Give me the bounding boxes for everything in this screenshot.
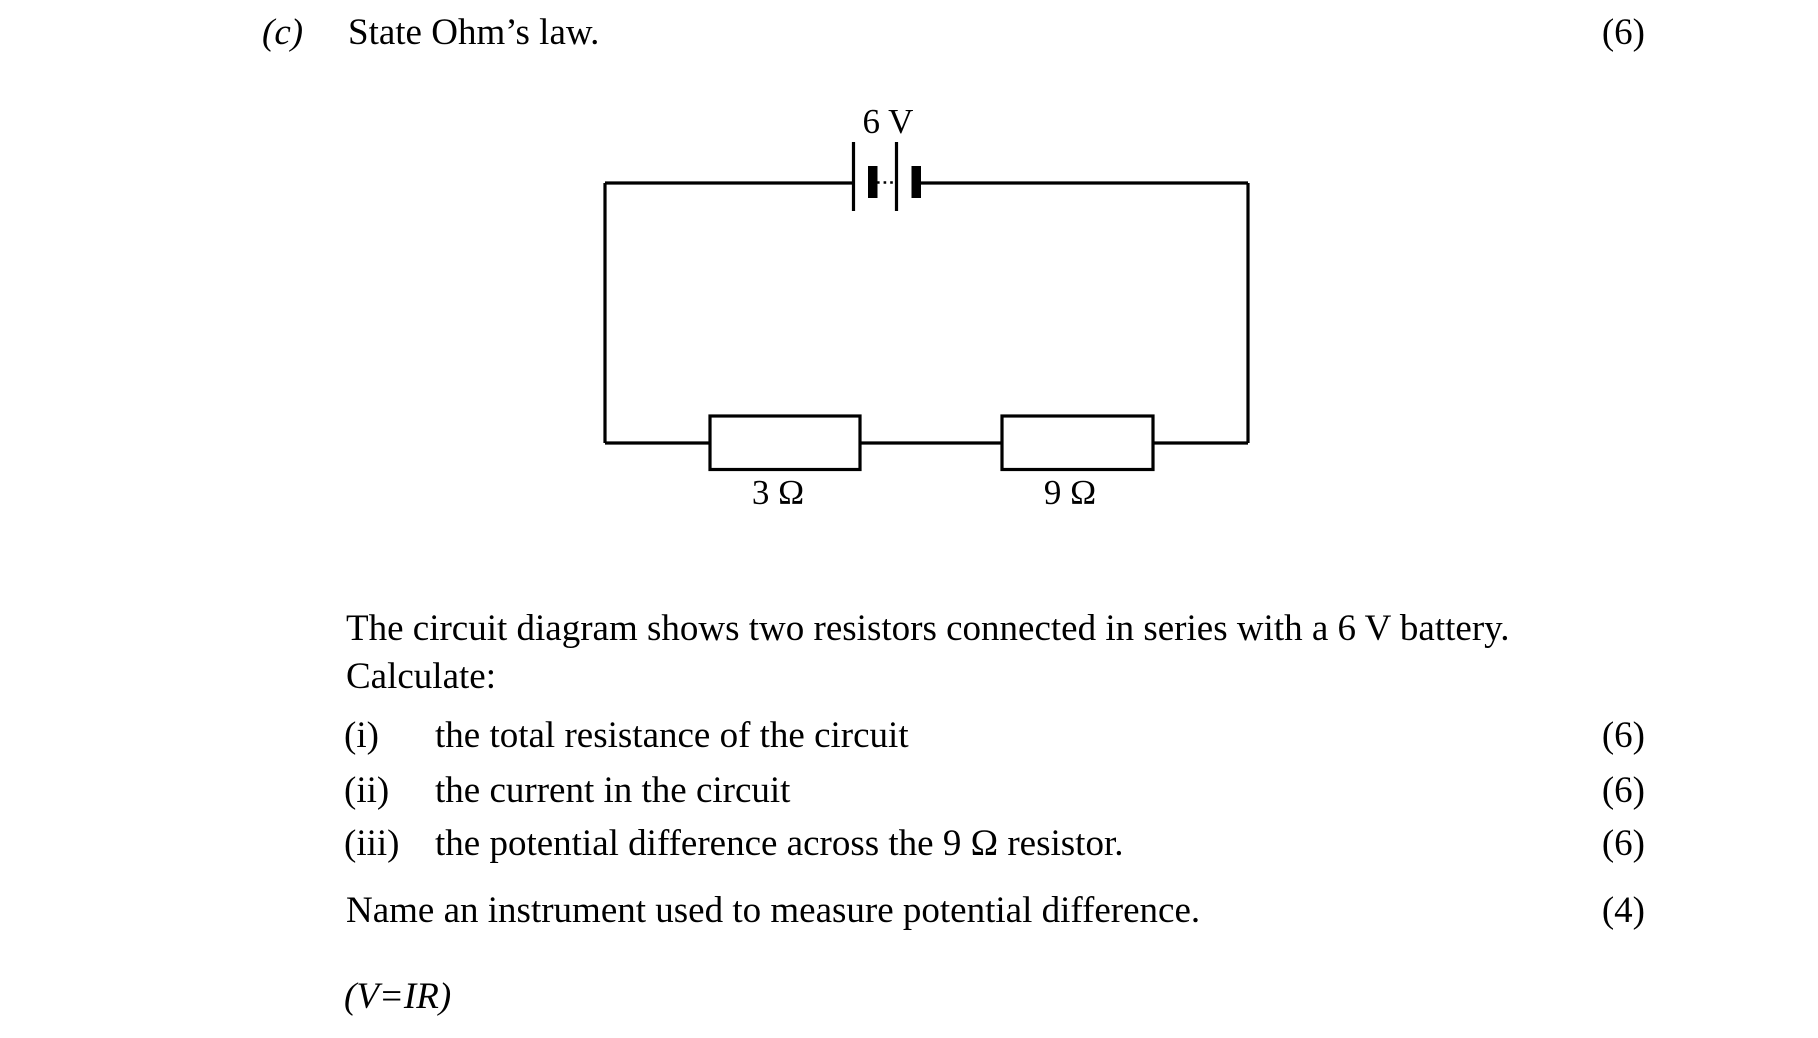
marks-badge-iii: (6) bbox=[1601, 823, 1645, 864]
circuit-description: The circuit diagram shows two resistors … bbox=[346, 608, 1510, 649]
calculate-heading: Calculate: bbox=[346, 656, 496, 697]
formula-hint: (V=IR) bbox=[344, 976, 452, 1017]
resistor-box-1 bbox=[708, 414, 862, 472]
marks-badge-instrument: (4) bbox=[1601, 890, 1645, 931]
marks-badge-header: (6) bbox=[1601, 12, 1645, 53]
subquestion-i-text: the total resistance of the circuit bbox=[435, 715, 909, 756]
instrument-question-text: Name an instrument used to measure poten… bbox=[346, 890, 1201, 931]
subquestion-ii-text: the current in the circuit bbox=[435, 770, 791, 811]
battery-short-plate-1 bbox=[868, 166, 878, 198]
resistor-box-2 bbox=[1000, 414, 1155, 472]
battery-short-plate-2 bbox=[911, 166, 921, 198]
battery-voltage-label: 6 V bbox=[863, 102, 914, 141]
marks-badge-ii: (6) bbox=[1601, 770, 1645, 811]
circuit-diagram: 6 V 3 Ω 9 Ω bbox=[603, 102, 1250, 512]
subquestion-iii-label: (iii) bbox=[344, 823, 400, 864]
subquestion-ii-label: (ii) bbox=[344, 770, 390, 811]
resistor-1-label: 3 Ω bbox=[752, 473, 804, 512]
subquestion-i-label: (i) bbox=[344, 715, 379, 756]
question-prompt: State Ohm’s law. bbox=[348, 12, 600, 53]
question-part-label: (c) bbox=[262, 12, 304, 53]
circuit-wires bbox=[603, 181, 1250, 445]
battery-symbol bbox=[851, 142, 921, 211]
marks-badge-i: (6) bbox=[1601, 715, 1645, 756]
subquestion-iii-text: the potential difference across the 9 Ω … bbox=[435, 823, 1124, 864]
resistor-2-label: 9 Ω bbox=[1044, 473, 1096, 512]
